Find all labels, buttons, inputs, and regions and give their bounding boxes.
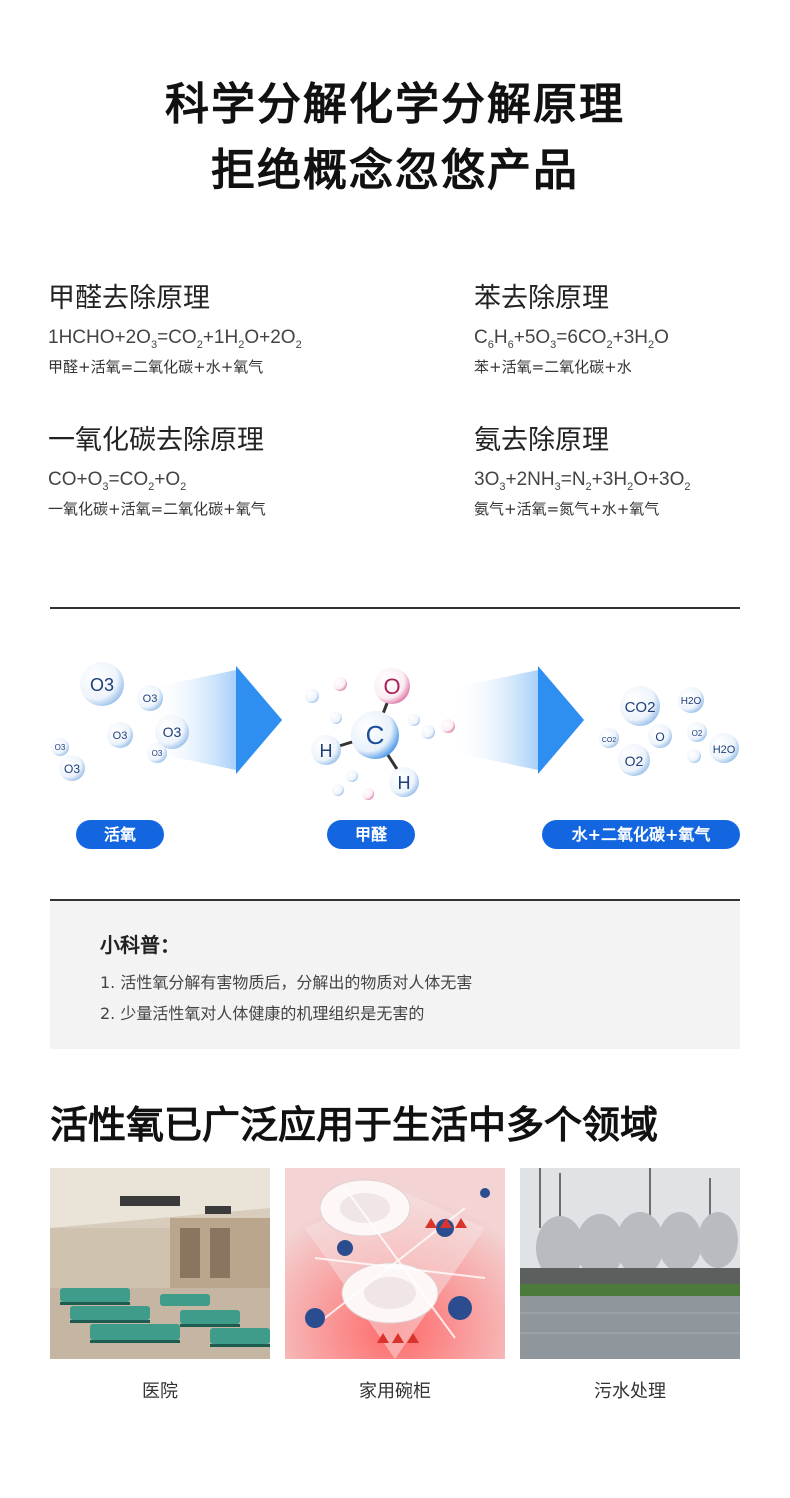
principle-formula: 3O3+2NH3=N2+3H2O+3O2 <box>474 469 691 493</box>
svg-text:O3: O3 <box>152 749 163 758</box>
divider-middle <box>50 899 740 901</box>
principle-title: 苯去除原理 <box>474 283 609 314</box>
applications-title: 活性氧已广泛应用于生活中多个领域 <box>50 1103 659 1147</box>
stage-label-products: 水+二氧化碳+氧气 <box>542 820 740 849</box>
headline-line-1: 科学分解化学分解原理 <box>165 79 625 130</box>
principle-description: 氨气+活氧=氮气+水+氧气 <box>474 499 660 518</box>
dish-cabinet-sterilization-photo <box>285 1168 505 1359</box>
principle-formula: CO+O3=CO2+O2 <box>48 469 187 493</box>
principle-title: 甲醛去除原理 <box>48 283 210 314</box>
caption-hospital: 医院 <box>142 1381 178 1402</box>
stage-label-formaldehyde: 甲醛 <box>327 820 415 849</box>
svg-text:CO2: CO2 <box>602 737 617 744</box>
principle-benzene: 苯去除原理 C6H6+5O3=6CO2+3H2O 苯+活氧=二氧化碳+水 <box>474 276 790 377</box>
ozone-molecules: O3 O3 O3 O3 O3 O3 O3 <box>51 662 189 781</box>
principle-title: 氨去除原理 <box>474 425 609 456</box>
principle-title: 一氧化碳去除原理 <box>48 425 264 456</box>
stage-label-active-oxygen: 活氧 <box>76 820 164 849</box>
science-tips-box: 小科普： 1. 活性氧分解有害物质后，分解出的物质对人体无害 2. 少量活性氧对… <box>50 901 740 1049</box>
principle-ammonia: 氨去除原理 3O3+2NH3=N2+3H2O+3O2 氨气+活氧=氮气+水+氧气 <box>474 418 790 519</box>
formaldehyde-molecule: O C H H <box>305 668 455 800</box>
svg-text:H2O: H2O <box>713 744 736 756</box>
svg-text:O3: O3 <box>90 675 114 695</box>
principle-formula: 1HCHO+2O3=CO2+1H2O+2O2 <box>48 327 302 351</box>
svg-text:O2: O2 <box>625 753 644 769</box>
caption-sewage-treatment: 污水处理 <box>594 1381 666 1402</box>
principle-description: 苯+活氧=二氧化碳+水 <box>474 357 632 376</box>
svg-text:O: O <box>655 730 664 744</box>
svg-text:O3: O3 <box>64 762 80 776</box>
svg-text:O3: O3 <box>163 724 182 740</box>
svg-text:O3: O3 <box>143 693 158 705</box>
product-molecules: CO2 H2O O O2 H2O CO2 O2 <box>599 686 739 776</box>
principle-formula: C6H6+5O3=6CO2+3H2O <box>474 327 669 351</box>
principle-description: 一氧化碳+活氧=二氧化碳+氧气 <box>48 499 266 518</box>
principle-carbon-monoxide: 一氧化碳去除原理 CO+O3=CO2+O2 一氧化碳+活氧=二氧化碳+氧气 <box>48 418 368 519</box>
science-tip-item: 2. 少量活性氧对人体健康的机理组织是无害的 <box>100 1004 425 1023</box>
svg-text:O: O <box>383 674 400 699</box>
hospital-waiting-hall-photo <box>50 1168 270 1359</box>
svg-text:H: H <box>320 741 333 761</box>
svg-text:C: C <box>366 720 385 750</box>
sewage-treatment-plant-photo <box>520 1168 740 1359</box>
svg-text:O2: O2 <box>692 729 703 738</box>
decomposition-process-illustration: O3 O3 O3 O3 O3 O3 O3 O C H H <box>51 662 739 800</box>
principle-description: 甲醛+活氧=二氧化碳+水+氧气 <box>48 357 264 376</box>
science-tip-item: 1. 活性氧分解有害物质后，分解出的物质对人体无害 <box>100 973 473 992</box>
svg-text:CO2: CO2 <box>625 699 656 716</box>
principle-formaldehyde: 甲醛去除原理 1HCHO+2O3=CO2+1H2O+2O2 甲醛+活氧=二氧化碳… <box>48 276 368 377</box>
svg-text:H2O: H2O <box>681 696 702 707</box>
svg-text:H: H <box>398 773 411 793</box>
svg-text:O3: O3 <box>113 730 128 742</box>
caption-dish-cabinet: 家用碗柜 <box>359 1381 431 1402</box>
svg-text:O3: O3 <box>55 743 66 752</box>
science-tips-title: 小科普： <box>100 933 180 957</box>
divider-top <box>50 607 740 609</box>
headline-line-2: 拒绝概念忽悠产品 <box>211 145 579 196</box>
